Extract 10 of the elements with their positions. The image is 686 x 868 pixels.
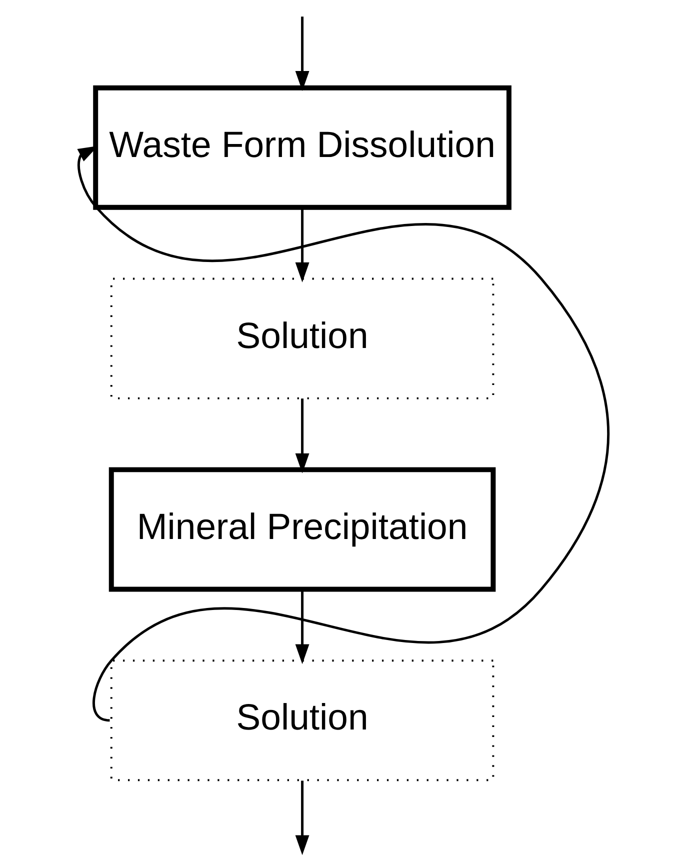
- node-box: Solution: [110, 278, 494, 400]
- arrow: [294, 16, 309, 91]
- arrow: [294, 589, 309, 664]
- arrow: [76, 146, 609, 722]
- arrow: [294, 398, 309, 474]
- node-box: Waste Form Dissolution: [92, 85, 511, 210]
- node-box: Solution: [110, 660, 494, 782]
- node-box: Mineral Precipitation: [108, 467, 496, 592]
- arrow: [294, 780, 309, 856]
- arrow: [294, 208, 309, 282]
